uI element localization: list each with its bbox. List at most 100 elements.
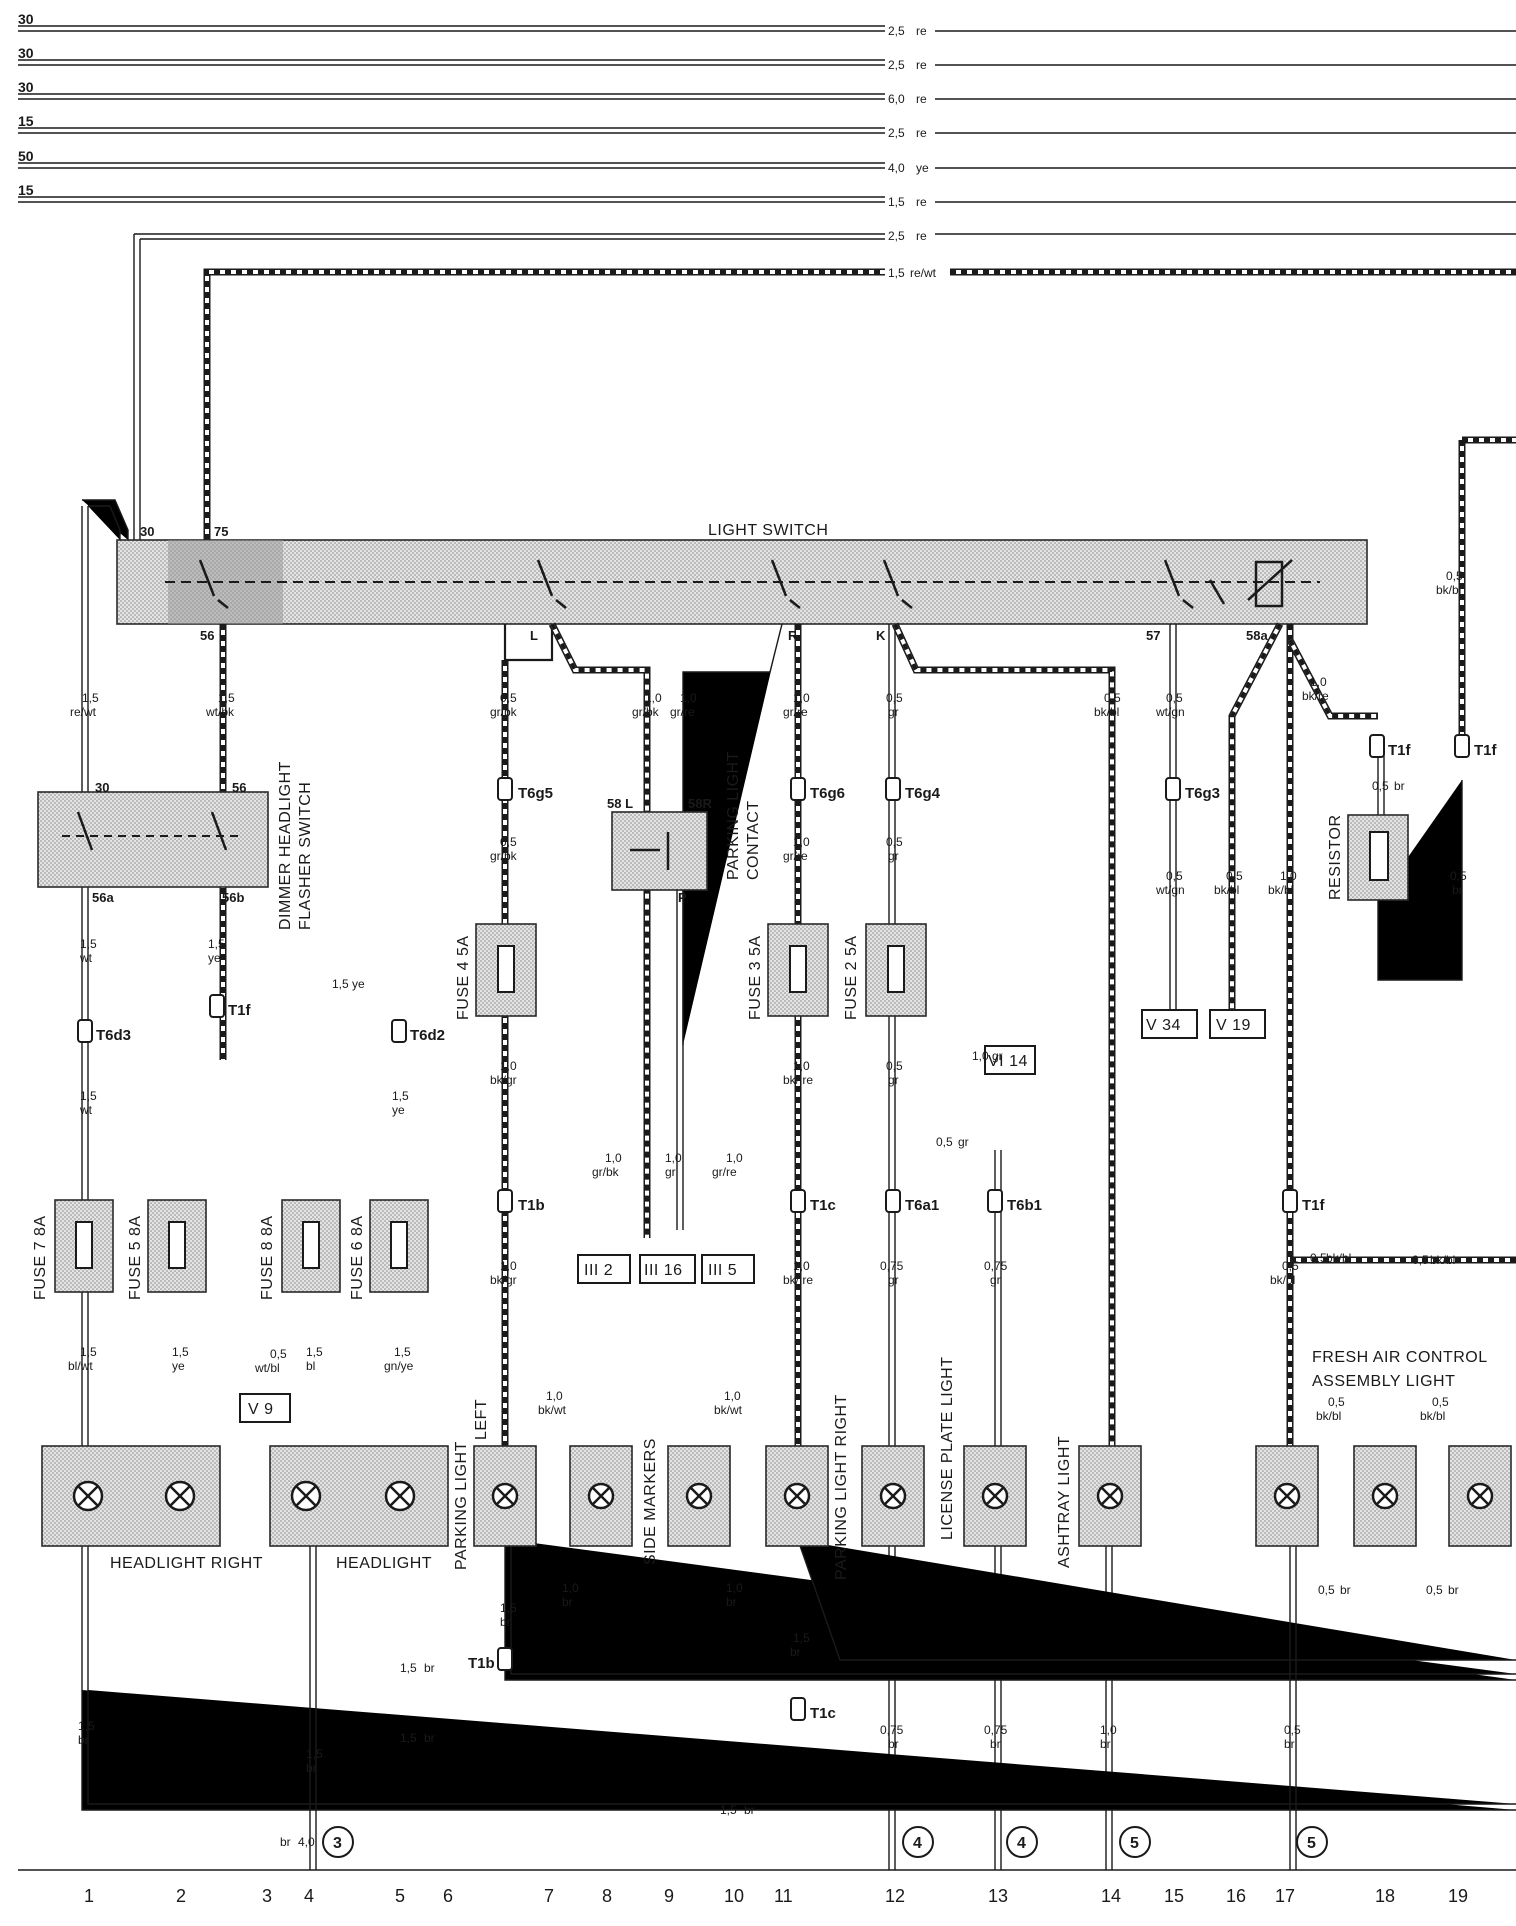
svg-text:1,5: 1,5	[793, 1631, 810, 1645]
license-plate-label: LICENSE PLATE LIGHT	[939, 1357, 956, 1540]
switch-terminal-56: 56	[200, 628, 214, 643]
svg-text:1,0: 1,0	[726, 1151, 743, 1165]
bus-lines: 30 30 30 15 50 15 2,5 re 2,5 re 6,0 re 2…	[18, 11, 1516, 540]
wire-label-44: 1,0bk/wt	[538, 1389, 567, 1417]
svg-text:T6d2: T6d2	[410, 1027, 445, 1044]
svg-text:gr/re: gr/re	[712, 1165, 737, 1179]
svg-text:0,5: 0,5	[1450, 869, 1467, 883]
wire-label-31: 1,0bk/ re	[783, 1059, 813, 1087]
wire-label-30: 1,0bk/gr	[490, 1059, 517, 1087]
fuse-8: FUSE 8 8A	[259, 1199, 341, 1300]
svg-text:T6g4: T6g4	[905, 785, 941, 802]
contact-tp: P	[678, 890, 687, 905]
wire-label-21: 0,5bk/bl	[1436, 569, 1463, 597]
svg-text:bk/ re: bk/ re	[783, 1273, 813, 1287]
svg-text:3: 3	[333, 1835, 342, 1852]
svg-text:1,0: 1,0	[665, 1151, 682, 1165]
contact-t58r: 58R	[688, 796, 712, 811]
bus-size-8: 1,5	[888, 266, 905, 280]
svg-text:gr: gr	[990, 1273, 1001, 1287]
svg-text:1,5: 1,5	[78, 1719, 95, 1733]
svg-text:T6b1: T6b1	[1007, 1197, 1042, 1214]
parking-light-left: PARKING LIGHT LEFT	[453, 1399, 537, 1570]
wire-label-35: 1,0gr/re	[712, 1151, 743, 1179]
wire-label-38: 1,0bk/ re	[783, 1259, 813, 1287]
svg-text:gr/re: gr/re	[783, 705, 808, 719]
bus-line-7-drop	[133, 234, 141, 540]
bus-size-4: 2,5	[888, 126, 905, 140]
col-1: 1	[84, 1886, 94, 1906]
fuse-4: FUSE 4 5A	[455, 923, 537, 1020]
svg-text:1,5: 1,5	[80, 937, 97, 951]
bus-line-6	[18, 196, 1516, 203]
connector-t6g5: T6g5	[497, 777, 553, 802]
col-13: 13	[988, 1886, 1008, 1906]
svg-text:bk/bl: bk/bl	[1270, 1273, 1295, 1287]
svg-text:gr: gr	[665, 1165, 676, 1179]
svg-text:0,75: 0,75	[880, 1259, 904, 1273]
svg-text:1,0: 1,0	[500, 1259, 517, 1273]
connector-t1b-bottom: T1b	[468, 1647, 513, 1672]
col-3: 3	[262, 1886, 272, 1906]
bus-size-6: 1,5	[888, 195, 905, 209]
svg-text:0,5: 0,5	[1446, 569, 1463, 583]
connector-t6g3: T6g3	[1165, 777, 1220, 802]
svg-text:br: br	[1284, 1737, 1295, 1751]
connector-t1c-bottom: T1c	[790, 1697, 836, 1722]
bus-color-8: re/wt	[910, 266, 937, 280]
svg-text:1,0: 1,0	[680, 691, 697, 705]
bus-color-2: re	[916, 58, 927, 72]
col-7: 7	[544, 1886, 554, 1906]
svg-text:4,0: 4,0	[298, 1835, 315, 1849]
wire-label-34: 1,0gr	[665, 1151, 682, 1179]
svg-text:1,5: 1,5	[172, 1345, 189, 1359]
wire-label-24: 0,5gr	[886, 835, 903, 863]
bus-terminal-4: 15	[18, 113, 34, 129]
svg-text:0,5: 0,5	[1412, 1253, 1429, 1267]
col-10: 10	[724, 1886, 744, 1906]
wire-label-53: 1,5br	[790, 1631, 810, 1659]
svg-text:V 19: V 19	[1216, 1017, 1251, 1034]
wire-label-12: 1,5gn/ye	[384, 1345, 414, 1373]
col-6: 6	[443, 1886, 453, 1906]
svg-text:1,5: 1,5	[306, 1747, 323, 1761]
side-marker-1	[569, 1445, 633, 1547]
bus-terminal-3: 30	[18, 79, 34, 95]
ref-v34: V 34	[1141, 1009, 1198, 1039]
wire-label-17: 0,5gr	[886, 691, 903, 719]
wire-label-4: 1,5ye	[208, 937, 225, 965]
wire-label-8: 1,5bl/wt	[68, 1345, 97, 1373]
wire-label-1: 1,5re/wt	[70, 691, 99, 719]
connector-t6b1: T6b1	[987, 1189, 1042, 1214]
svg-text:1,5: 1,5	[208, 937, 225, 951]
svg-text:br: br	[1340, 1583, 1351, 1597]
bus-terminal-5: 50	[18, 148, 34, 164]
fresh-air-light-1	[1255, 1445, 1319, 1547]
svg-text:gr: gr	[888, 1273, 899, 1287]
fuse-4-label: FUSE 4 5A	[455, 935, 472, 1020]
svg-text:wt/gn: wt/gn	[1155, 883, 1185, 897]
dimmer-t56a: 56a	[92, 890, 114, 905]
svg-text:wt/bl: wt/bl	[254, 1361, 280, 1375]
svg-text:1,0: 1,0	[972, 1049, 989, 1063]
col-11: 11	[774, 1886, 793, 1906]
fuse-2-label: FUSE 2 5A	[843, 935, 860, 1020]
parking-left-label-2: LEFT	[473, 1399, 490, 1440]
dimmer-t30: 30	[95, 780, 109, 795]
bus-color-4: re	[916, 126, 927, 140]
fresh-air-light-3	[1448, 1445, 1512, 1547]
svg-text:bk/bl: bk/bl	[1436, 583, 1461, 597]
bus-size-5: 4,0	[888, 161, 905, 175]
svg-text:ye: ye	[352, 977, 365, 991]
svg-text:0,5: 0,5	[886, 1059, 903, 1073]
wire-label-10: 0,5wt/bl	[254, 1347, 287, 1375]
svg-text:bk/wt: bk/wt	[714, 1403, 743, 1417]
